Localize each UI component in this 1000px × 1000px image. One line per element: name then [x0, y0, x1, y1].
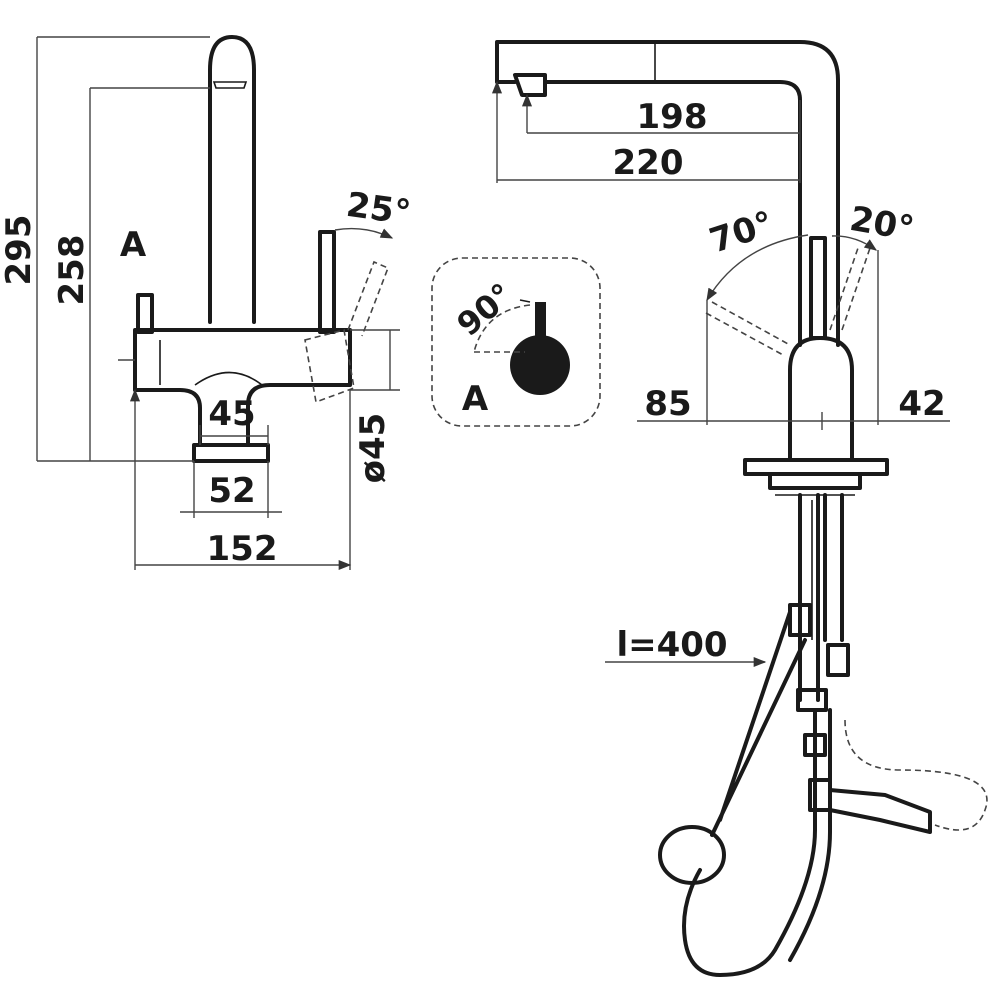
label-hose-length: l=400 [616, 625, 727, 665]
side-view [497, 40, 988, 977]
label-lever-front: 70° [705, 204, 779, 262]
front-view-labels: 295 258 A 25° 45 ø45 52 152 [0, 185, 413, 569]
label-inset-a: A [462, 379, 489, 419]
label-lever-back: 20° [847, 199, 917, 250]
label-inset-angle: 90° [450, 276, 521, 344]
front-view [36, 35, 400, 570]
label-spout-reach-inner: 198 [637, 97, 708, 137]
label-side-a: A [120, 225, 147, 265]
label-total-width: 152 [207, 529, 278, 569]
label-lever-angle: 25° [344, 185, 413, 234]
label-back-offset: 42 [898, 384, 945, 424]
label-base-width: 52 [208, 471, 255, 511]
label-spout-height: 258 [52, 235, 92, 306]
top-view-inset: 90° A [431, 257, 601, 427]
side-view-labels: 198 220 70° 20° 85 42 l=400 [613, 97, 946, 665]
label-total-height: 295 [0, 215, 39, 286]
label-base-diameter: ø45 [353, 413, 393, 484]
label-front-offset: 85 [644, 384, 691, 424]
label-spout-reach: 220 [613, 143, 684, 183]
label-base-inner: 45 [208, 394, 255, 434]
